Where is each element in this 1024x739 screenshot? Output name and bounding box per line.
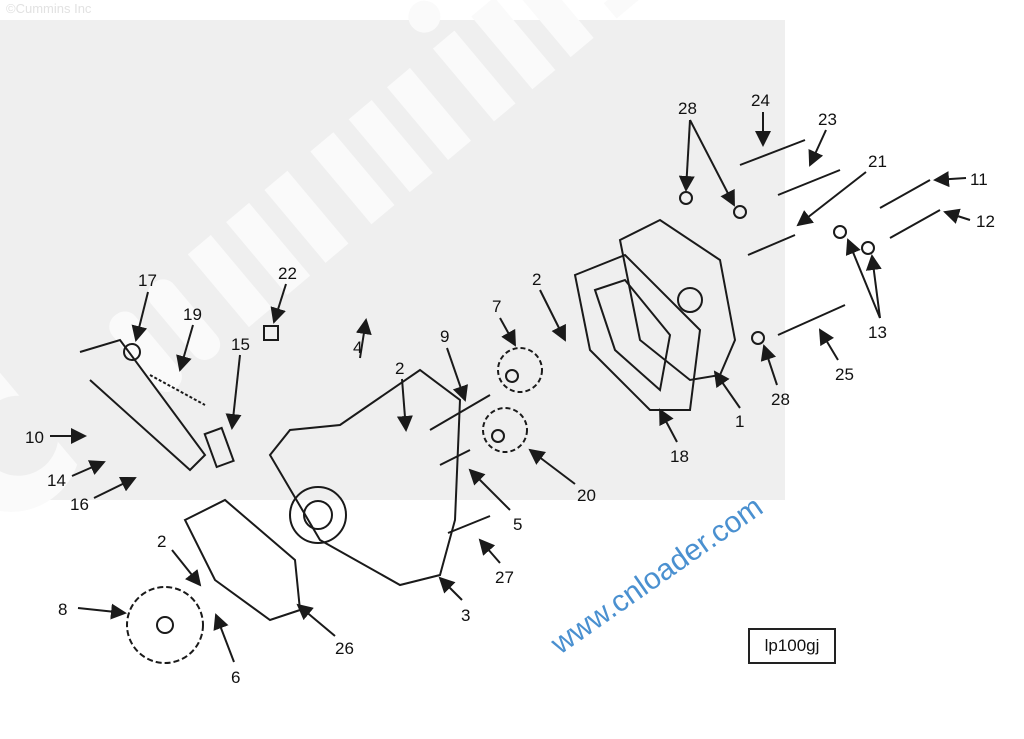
gear-7 (497, 347, 543, 393)
pump-body-3 (268, 368, 462, 587)
label-8: 8 (58, 600, 67, 619)
label-20: 20 (577, 486, 596, 505)
background-panel (0, 20, 785, 500)
shaft-5 (439, 449, 471, 466)
shaft-9 (429, 394, 491, 431)
lead-line (79, 338, 207, 472)
label-16: 16 (70, 495, 89, 514)
pump-cover-1 (618, 218, 737, 382)
label-19: 19 (183, 305, 202, 324)
label-15: 15 (231, 335, 250, 354)
label-12: 12 (976, 212, 995, 231)
label-26: 26 (335, 639, 354, 658)
label-6: 6 (231, 668, 240, 687)
spring-19 (149, 374, 206, 406)
label-14: 14 (47, 471, 66, 490)
label-2: 2 (532, 270, 541, 289)
label-18: 18 (670, 447, 689, 466)
drawing-code-box: lp100gj (748, 628, 836, 664)
label-9: 9 (440, 327, 449, 346)
site-watermark: www.cnloader.com (544, 490, 769, 661)
plug-17 (123, 343, 141, 361)
capscrews (447, 139, 941, 534)
label-2: 2 (395, 359, 404, 378)
label-23: 23 (818, 110, 837, 129)
plug-22 (263, 325, 279, 341)
label-27: 27 (495, 568, 514, 587)
plunger-15 (203, 426, 235, 469)
part-number-labels: 17 19 22 15 4 2 9 7 2 28 24 23 21 11 12 … (25, 91, 995, 687)
label-5: 5 (513, 515, 522, 534)
label-13: 13 (868, 323, 887, 342)
label-4: 4 (353, 338, 362, 357)
label-21: 21 (868, 152, 887, 171)
label-3: 3 (461, 606, 470, 625)
gasket-26 (183, 498, 302, 622)
copyright-text: ©Cummins Inc (6, 1, 92, 16)
label-7: 7 (492, 297, 501, 316)
label-25: 25 (835, 365, 854, 384)
label-28: 28 (678, 99, 697, 118)
label-28: 28 (771, 390, 790, 409)
label-17: 17 (138, 271, 157, 290)
label-10: 10 (25, 428, 44, 447)
label-11: 11 (970, 170, 988, 189)
label-2: 2 (157, 532, 166, 551)
label-1: 1 (735, 412, 744, 431)
cummins-logo-watermark (0, 0, 663, 512)
washers (679, 191, 875, 345)
gasket-18 (573, 253, 702, 411)
label-24: 24 (751, 91, 770, 110)
label-22: 22 (278, 264, 297, 283)
gear-20 (482, 407, 528, 453)
leader-arrows (50, 112, 971, 663)
gear-8 (126, 586, 204, 664)
